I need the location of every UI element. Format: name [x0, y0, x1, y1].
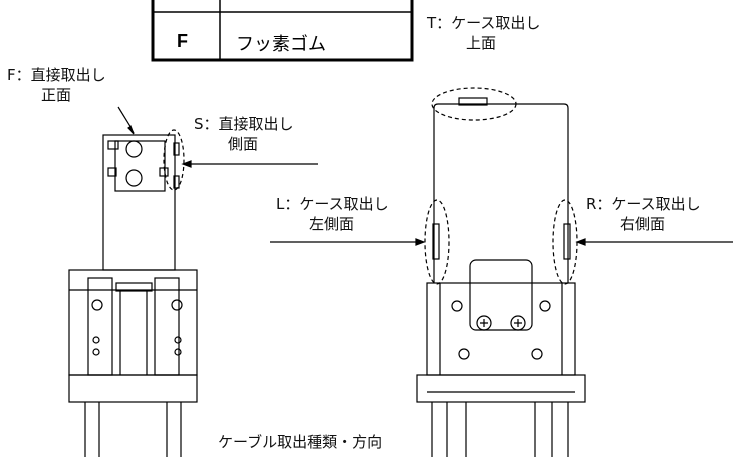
material-table [151, 0, 414, 62]
right-gripper [416, 97, 586, 457]
caption: ケーブル取出種類・方向 [215, 433, 386, 451]
top-ellipse [431, 87, 517, 121]
label-t-line2: 上面 [466, 34, 497, 52]
label-l-line2: 左側面 [309, 215, 355, 233]
left-gripper [68, 134, 198, 457]
label-r-line1: R：ケース取出し [586, 195, 701, 213]
right-ellipse [552, 199, 578, 285]
label-f-line2: 正面 [41, 86, 72, 104]
label-l-line1: L：ケース取出し [276, 195, 389, 213]
side-ellipse [163, 129, 185, 191]
label-t-line1: T：ケース取出し [427, 14, 541, 32]
label-r-line2: 右側面 [620, 215, 666, 233]
table-code-cell: F [177, 31, 188, 51]
table-material-cell: フッ素ゴム [236, 34, 326, 55]
label-s-line1: S：直接取出し [194, 115, 294, 133]
left-ellipse [424, 199, 450, 285]
label-s-line2: 側面 [228, 135, 259, 153]
label-f-line1: F：直接取出し [7, 66, 106, 84]
